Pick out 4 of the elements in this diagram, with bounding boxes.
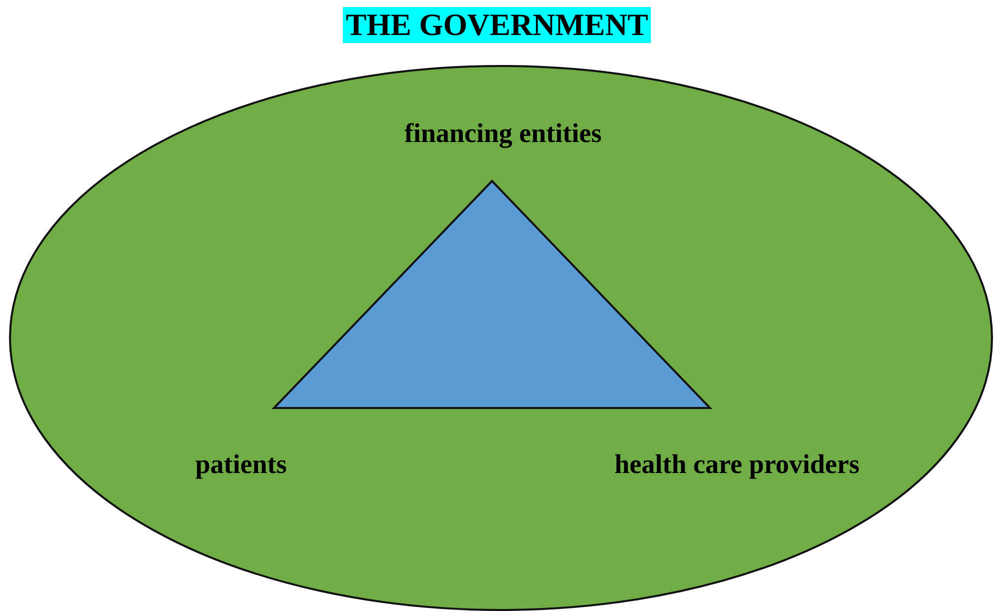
corner-label: patients <box>195 449 287 480</box>
heading: THE GOVERNMENT <box>342 7 652 43</box>
corner-label: health care providers <box>614 449 860 480</box>
corner-label: financing entities <box>404 118 602 149</box>
